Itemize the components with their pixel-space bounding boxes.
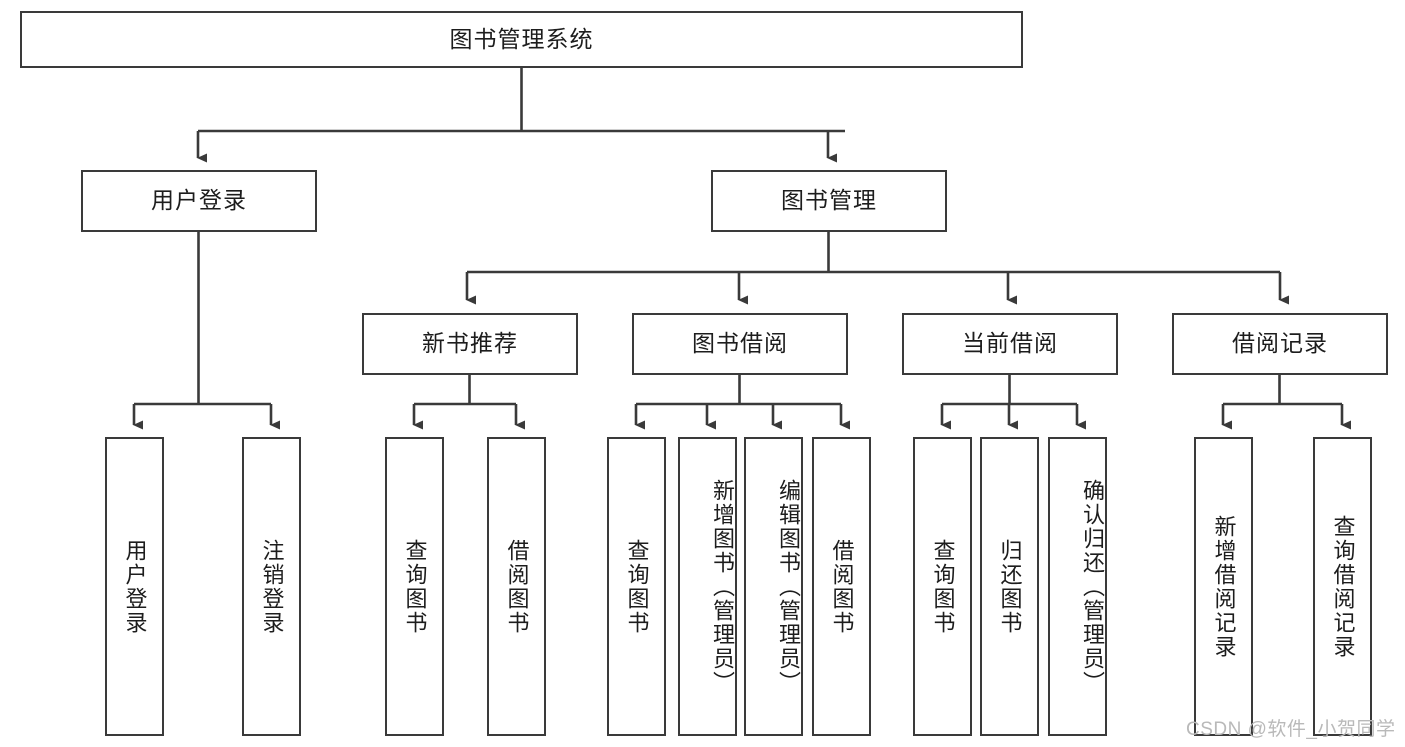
node-leaf-return-book-label: 归还图书: [997, 538, 1023, 635]
node-book-manage[interactable]: 图书管理: [711, 170, 947, 232]
node-leaf-query-book-1[interactable]: 查询图书: [385, 437, 444, 736]
node-leaf-query-book-2-label: 查询图书: [624, 538, 650, 635]
node-leaf-borrow-book-1[interactable]: 借阅图书: [487, 437, 546, 736]
node-root[interactable]: 图书管理系统: [20, 11, 1023, 68]
node-leaf-edit-book-label: 编辑图书（管理员）: [776, 478, 801, 695]
node-leaf-borrow-book-2[interactable]: 借阅图书: [812, 437, 871, 736]
node-leaf-user-login[interactable]: 用户登录: [105, 437, 164, 736]
node-leaf-query-record[interactable]: 查询借阅记录: [1313, 437, 1372, 736]
node-book-borrow-label: 图书借阅: [692, 330, 788, 357]
node-leaf-logout-login-label: 注销登录: [259, 538, 285, 635]
node-leaf-add-record-label: 新增借阅记录: [1211, 514, 1237, 659]
node-leaf-query-record-label: 查询借阅记录: [1330, 514, 1356, 659]
node-borrow-record-label: 借阅记录: [1232, 330, 1328, 357]
node-new-book-recommend[interactable]: 新书推荐: [362, 313, 578, 375]
node-leaf-logout-login[interactable]: 注销登录: [242, 437, 301, 736]
node-current-borrow[interactable]: 当前借阅: [902, 313, 1118, 375]
node-leaf-confirm-return-label: 确认归还（管理员）: [1080, 478, 1105, 695]
node-new-book-recommend-label: 新书推荐: [422, 330, 518, 357]
node-book-manage-label: 图书管理: [781, 187, 877, 214]
node-root-label: 图书管理系统: [449, 25, 594, 52]
node-leaf-add-book[interactable]: 新增图书（管理员）: [678, 437, 737, 736]
node-leaf-edit-book[interactable]: 编辑图书（管理员）: [744, 437, 803, 736]
node-user-login[interactable]: 用户登录: [81, 170, 317, 232]
node-leaf-query-book-1-label: 查询图书: [402, 538, 428, 635]
node-book-borrow[interactable]: 图书借阅: [632, 313, 848, 375]
node-leaf-query-book-2[interactable]: 查询图书: [607, 437, 666, 736]
node-leaf-user-login-label: 用户登录: [122, 538, 148, 635]
node-leaf-borrow-book-2-label: 借阅图书: [829, 538, 855, 635]
node-current-borrow-label: 当前借阅: [962, 330, 1058, 357]
node-leaf-add-book-label: 新增图书（管理员）: [710, 478, 735, 695]
watermark: CSDN @软件_小贺同学: [1186, 719, 1396, 740]
node-borrow-record[interactable]: 借阅记录: [1172, 313, 1388, 375]
node-leaf-query-book-3-label: 查询图书: [930, 538, 956, 635]
node-leaf-borrow-book-1-label: 借阅图书: [504, 538, 530, 635]
node-user-login-label: 用户登录: [151, 187, 247, 214]
node-leaf-query-book-3[interactable]: 查询图书: [913, 437, 972, 736]
node-leaf-confirm-return[interactable]: 确认归还（管理员）: [1048, 437, 1107, 736]
node-leaf-add-record[interactable]: 新增借阅记录: [1194, 437, 1253, 736]
node-leaf-return-book[interactable]: 归还图书: [980, 437, 1039, 736]
